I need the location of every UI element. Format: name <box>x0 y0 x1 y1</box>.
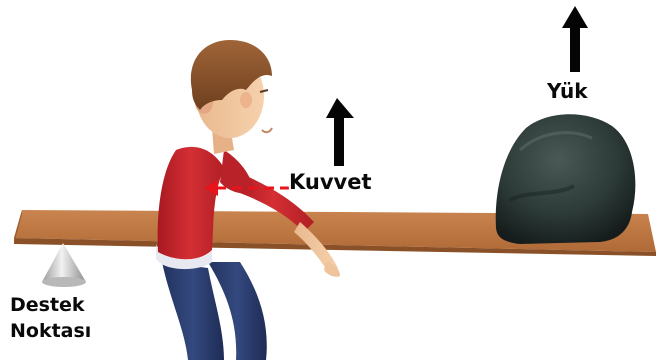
force-label: Kuvvet <box>289 170 372 194</box>
fulcrum-cone <box>42 243 86 287</box>
fulcrum-label-line1: Destek <box>10 292 91 318</box>
fulcrum-label: Destek Noktası <box>10 292 91 344</box>
up-arrow-icon <box>562 6 588 72</box>
load-label: Yük <box>547 79 588 103</box>
up-arrow-icon <box>326 98 354 166</box>
person-legs <box>162 262 267 360</box>
fulcrum-label-line2: Noktası <box>10 318 91 344</box>
rock-load <box>496 114 636 244</box>
